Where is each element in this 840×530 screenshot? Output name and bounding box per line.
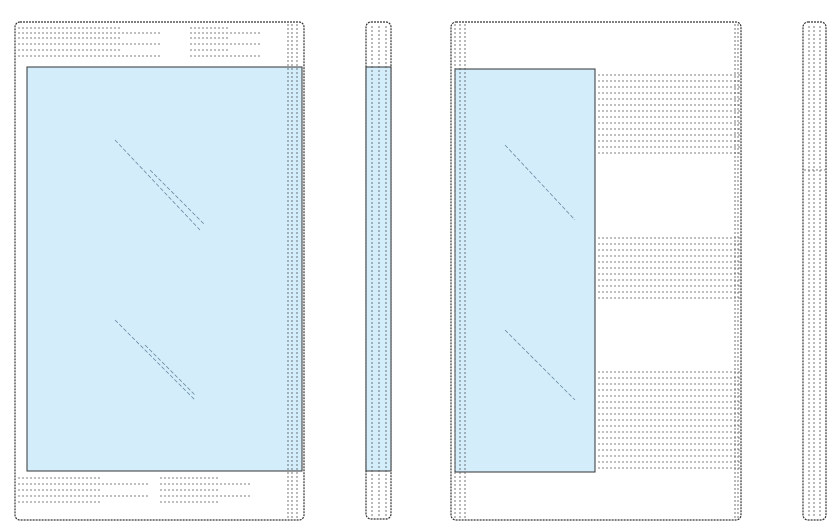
glare-line (114, 319, 196, 401)
right-side-view (802, 21, 827, 521)
rear-screen (454, 68, 596, 473)
left-side-view (365, 21, 392, 520)
side-screen (365, 66, 392, 472)
glare-line (114, 139, 201, 231)
rear-shading-lines (454, 24, 740, 518)
glare-line (504, 144, 576, 221)
glare-line (149, 169, 206, 226)
front-shading-lines (18, 24, 298, 518)
right-side-outline (802, 21, 827, 521)
glare-line (504, 329, 576, 401)
rear-view (450, 21, 742, 521)
front-screen (26, 66, 303, 472)
front-view (14, 21, 305, 521)
side-shading-lines (371, 26, 387, 516)
right-side-shading-lines (804, 26, 825, 516)
